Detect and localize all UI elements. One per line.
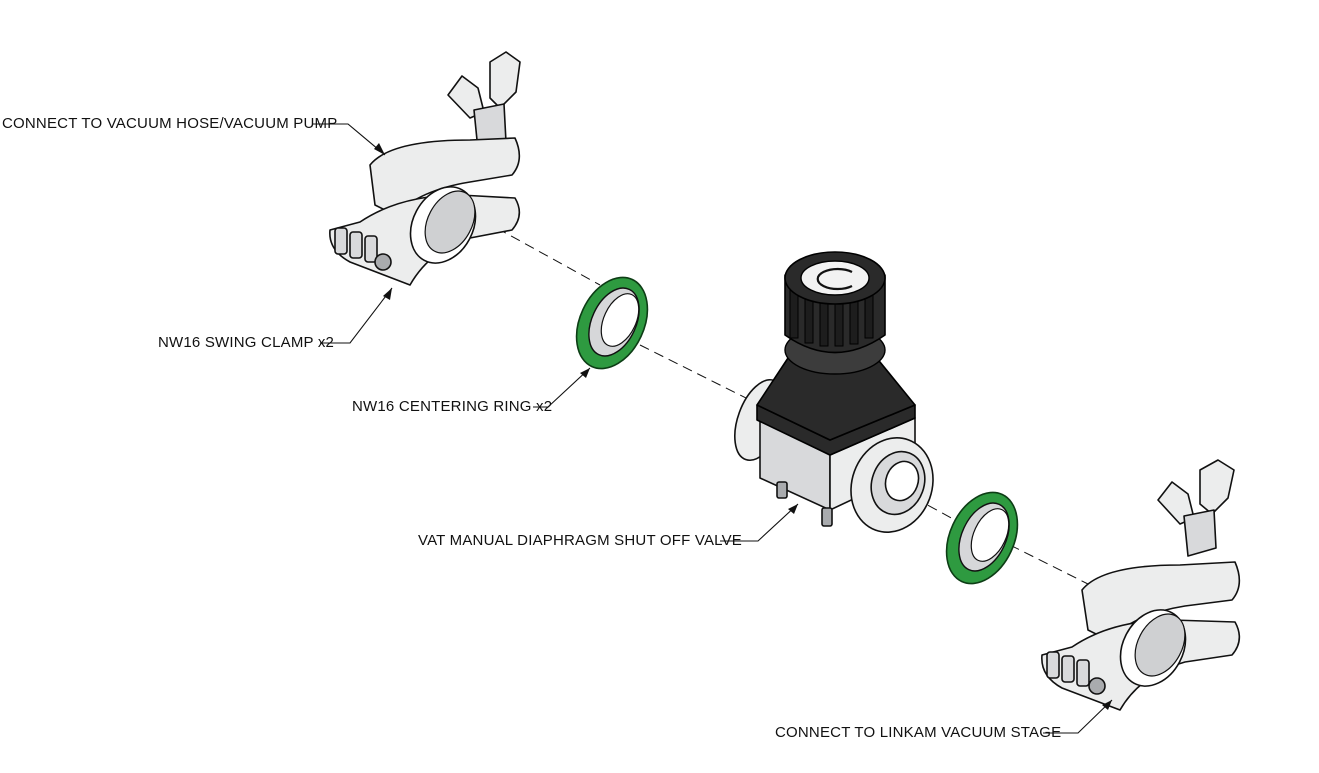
- swing-clamp-lower: [1041, 459, 1241, 711]
- assembly-axis: [454, 204, 1131, 606]
- label-linkam-stage: CONNECT TO LINKAM VACUUM STAGE: [775, 724, 1062, 741]
- centering-ring-upper: [575, 276, 649, 370]
- label-swing-clamp: NW16 SWING CLAMP x2: [158, 334, 335, 351]
- leader-arrowheads: [374, 143, 1112, 710]
- rotation-arrow-icon: [816, 267, 853, 291]
- label-centering-ring: NW16 CENTERING RING x2: [352, 398, 553, 415]
- swing-clamp-upper: [329, 51, 521, 286]
- label-vacuum-pump: CONNECT TO VACUUM HOSE/VACUUM PUMP: [2, 115, 338, 132]
- leader-lines: [312, 123, 1113, 734]
- centering-ring-lower: [945, 491, 1019, 585]
- diaphragm-valve: [734, 251, 934, 533]
- label-valve: VAT MANUAL DIAPHRAGM SHUT OFF VALVE: [418, 532, 742, 549]
